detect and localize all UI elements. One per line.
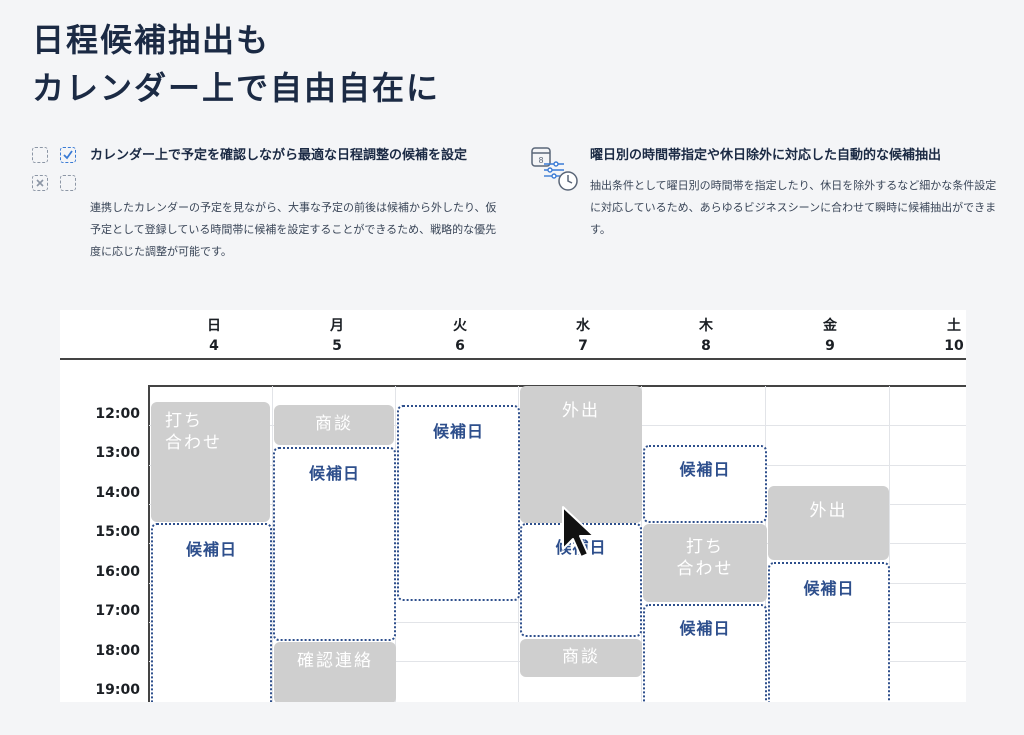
weekly-calendar: 日 4 月 5 火 6 水 7 木 8 金 9 土 10 12:00 13:00… <box>60 310 966 702</box>
weekday-label: 木 <box>699 318 713 334</box>
event-label: 打ち <box>686 537 724 557</box>
weekday-label: 土 <box>947 318 961 334</box>
checked-box-icon <box>60 147 76 163</box>
grid-line <box>889 386 890 702</box>
candidate-label: 候補日 <box>308 464 360 483</box>
day-header-wed[interactable]: 水 7 <box>553 316 613 356</box>
date-label: 7 <box>578 338 588 354</box>
candidate-slot[interactable]: 候補日 <box>643 445 767 523</box>
event-label: 合わせ <box>165 433 222 453</box>
date-label: 4 <box>209 338 219 354</box>
header-divider <box>60 358 966 360</box>
candidate-slot[interactable]: 候補日 <box>397 405 520 601</box>
time-label: 12:00 <box>95 406 140 422</box>
feature-title: 曜日別の時間帯指定や休日除外に対応した自動的な候補抽出 <box>590 148 942 163</box>
checkbox-grid-icon <box>30 145 82 197</box>
time-label: 19:00 <box>95 682 140 698</box>
day-header-tue[interactable]: 火 6 <box>430 316 490 356</box>
busy-event-negotiation[interactable]: 商談 <box>274 405 394 445</box>
event-label: 確認連絡 <box>297 651 373 671</box>
headline-line-2: カレンダー上で自由自在に <box>32 69 441 107</box>
candidate-slot[interactable]: 候補日 <box>151 523 272 702</box>
date-label: 9 <box>825 338 835 354</box>
mouse-pointer-icon <box>562 506 595 558</box>
calendar-settings-clock-icon: 8 <box>531 147 578 191</box>
feature-title: カレンダー上で予定を確認しながら最適な日程調整の候補を設定 <box>90 148 468 163</box>
busy-event-meeting[interactable]: 打ち 合わせ <box>151 402 270 522</box>
candidate-label: 候補日 <box>679 460 731 479</box>
day-header-sat[interactable]: 土 10 <box>924 316 966 356</box>
candidate-label: 候補日 <box>679 619 731 638</box>
busy-event-meeting[interactable]: 打ち 合わせ <box>643 524 767 602</box>
crossed-box-icon <box>32 175 48 191</box>
candidate-label: 候補日 <box>185 540 237 559</box>
weekday-label: 水 <box>576 318 590 334</box>
day-header-mon[interactable]: 月 5 <box>307 316 367 356</box>
busy-event-confirmation[interactable]: 確認連絡 <box>274 642 396 702</box>
time-label: 15:00 <box>95 524 140 540</box>
event-label: 外出 <box>809 501 848 521</box>
event-label: 商談 <box>562 647 600 667</box>
time-label: 13:00 <box>95 445 140 461</box>
candidate-label: 候補日 <box>432 422 484 441</box>
busy-event-outing[interactable]: 外出 <box>768 486 889 560</box>
day-header-thu[interactable]: 木 8 <box>676 316 736 356</box>
grid-left-border <box>148 385 150 702</box>
page-headline: 日程候補抽出も カレンダー上で自由自在に <box>32 16 440 112</box>
candidate-slot[interactable]: 候補日 <box>273 447 396 641</box>
time-label: 17:00 <box>95 603 140 619</box>
candidate-label: 候補日 <box>803 579 855 598</box>
date-label: 10 <box>944 338 964 354</box>
event-label: 合わせ <box>676 559 734 579</box>
event-label: 打ち <box>165 411 203 431</box>
weekday-label: 月 <box>330 318 344 334</box>
time-label: 18:00 <box>95 643 140 659</box>
event-label: 外出 <box>562 401 600 421</box>
feature-description: 抽出条件として曜日別の時間帯を指定したり、休日を除外するなど細かな条件設定に対応… <box>590 179 997 236</box>
weekday-label: 火 <box>453 318 467 334</box>
feature-description: 連携したカレンダーの予定を見ながら、大事な予定の前後は候補から外したり、仮予定と… <box>90 201 497 258</box>
candidate-slot[interactable]: 候補日 <box>768 562 890 702</box>
event-label: 商談 <box>315 414 353 434</box>
headline-line-1: 日程候補抽出も <box>32 21 271 59</box>
calendar-number: 8 <box>538 156 543 165</box>
busy-event-outing[interactable]: 外出 <box>520 386 642 523</box>
day-header-fri[interactable]: 金 9 <box>800 316 860 356</box>
time-label: 16:00 <box>95 564 140 580</box>
date-label: 8 <box>701 338 711 354</box>
date-label: 5 <box>332 338 342 354</box>
weekday-label: 日 <box>207 318 221 334</box>
candidate-slot[interactable]: 候補日 <box>643 604 767 702</box>
empty-box-icon <box>60 175 76 191</box>
time-label: 14:00 <box>95 485 140 501</box>
grid-line <box>272 386 273 702</box>
weekday-label: 金 <box>823 318 837 334</box>
day-header-sun[interactable]: 日 4 <box>184 316 244 356</box>
empty-box-icon <box>32 147 48 163</box>
busy-event-negotiation[interactable]: 商談 <box>520 639 642 677</box>
date-label: 6 <box>455 338 465 354</box>
grid-top-border <box>148 385 966 387</box>
